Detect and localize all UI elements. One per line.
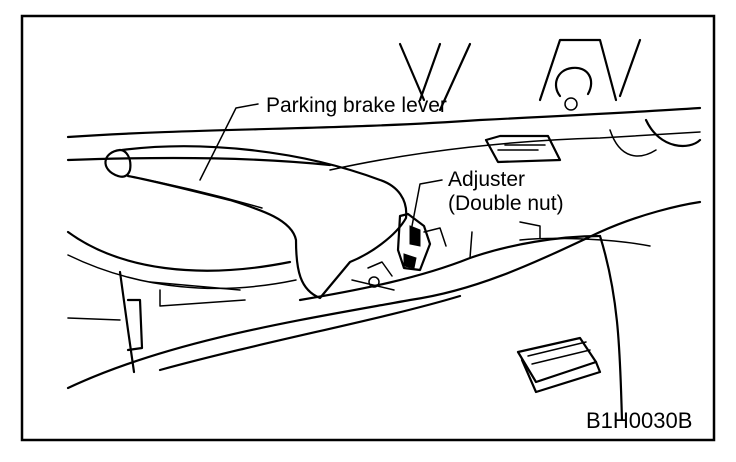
lever-leader-line	[199, 103, 259, 181]
adjuster-label-line1: Adjuster	[448, 168, 525, 191]
parking-brake-lever	[104, 145, 408, 300]
adjuster-leader-line	[411, 179, 443, 227]
adjuster-label-line2: (Double nut)	[448, 192, 564, 215]
adjuster-callout: Adjuster (Double nut)	[411, 168, 564, 227]
figure-code: B1H0030B	[586, 408, 692, 433]
lever-label: Parking brake lever	[266, 94, 447, 117]
diagram-frame	[20, 14, 716, 442]
console-body	[66, 38, 702, 422]
adjuster-double-nut	[351, 212, 447, 291]
lever-callout: Parking brake lever	[199, 94, 447, 181]
